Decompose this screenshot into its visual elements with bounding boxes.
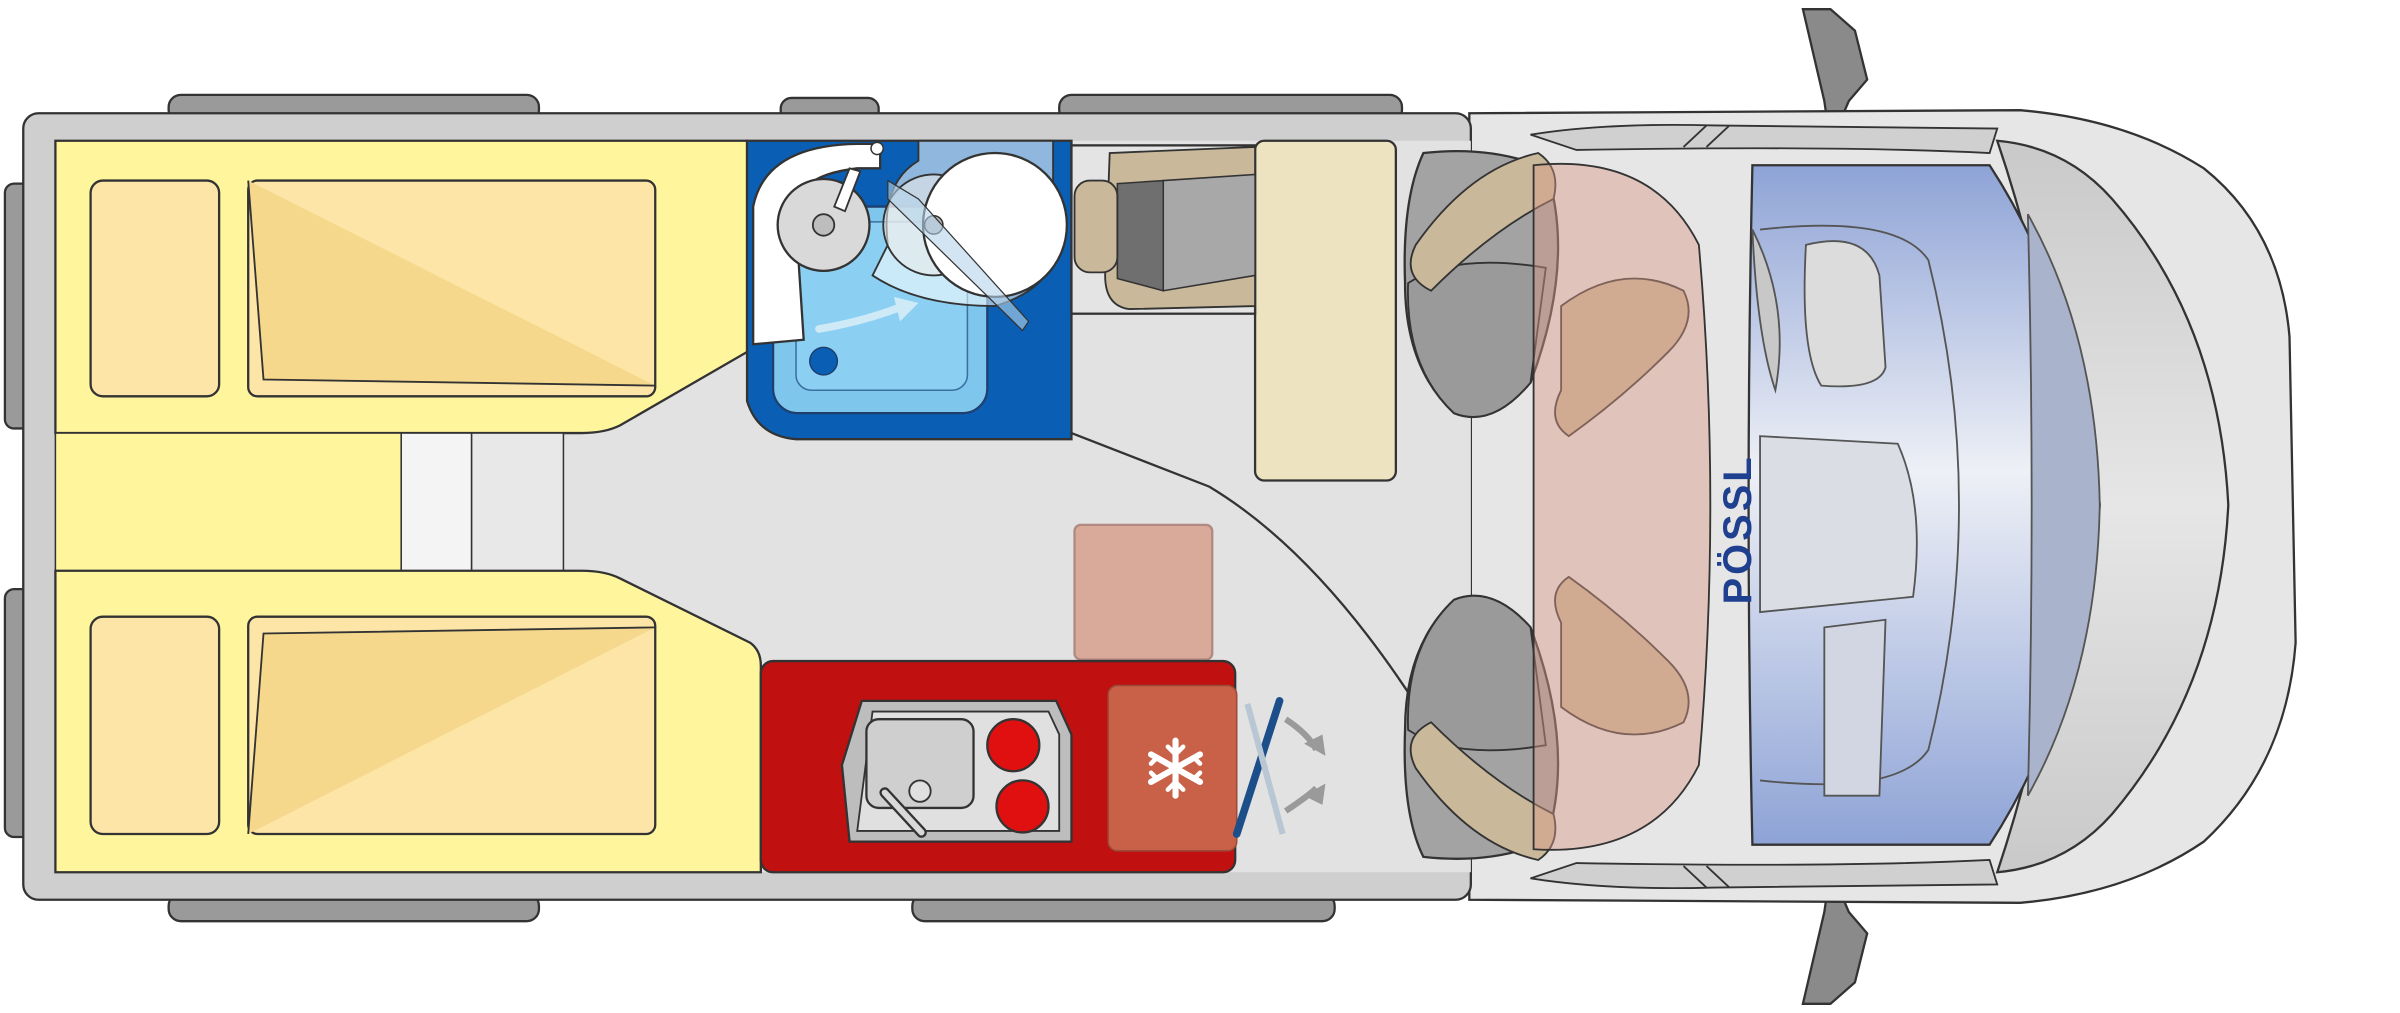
- door-sills: [1530, 123, 1999, 890]
- side-mirrors: [1801, 8, 1869, 1005]
- sink-icon: [865, 718, 975, 810]
- faucet: [833, 167, 862, 213]
- aisle-edge: [1071, 431, 1417, 705]
- shower-drain: [809, 346, 839, 376]
- dining-table: [1073, 523, 1214, 661]
- step: [400, 432, 473, 572]
- pillow: [89, 179, 221, 398]
- arrow-icon: [815, 302, 907, 333]
- sliding-door: [1232, 697, 1284, 838]
- kitchen: [759, 659, 1326, 874]
- rear-bed: [54, 139, 762, 874]
- passenger-seat: [1403, 575, 1690, 861]
- dashboard: [1751, 213, 2101, 797]
- bench-seat: [1070, 144, 1257, 315]
- brand-logo: PÖSSL: [1715, 454, 1760, 604]
- step: [470, 432, 565, 572]
- wardrobe: [1253, 139, 1398, 482]
- bathroom: [745, 139, 1073, 441]
- snowflake-icon: [1147, 737, 1204, 799]
- swivel-zone: [1532, 162, 1712, 851]
- driver-seat: [1403, 149, 1690, 438]
- pillow: [89, 615, 221, 836]
